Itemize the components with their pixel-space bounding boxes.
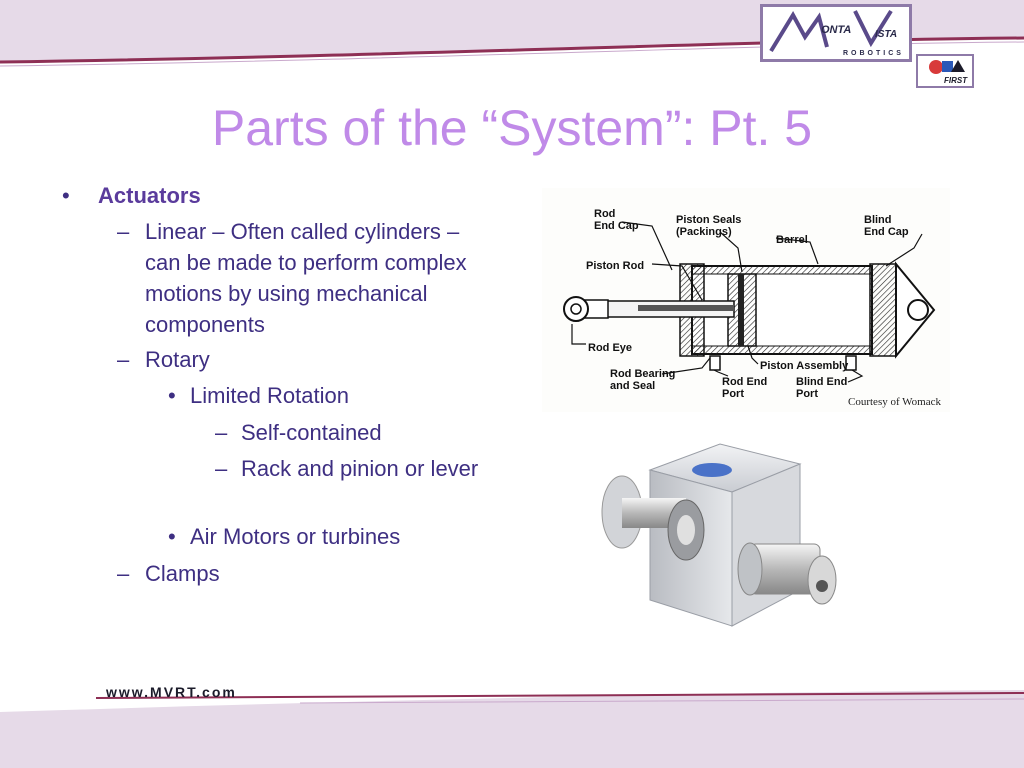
- first-logo: FIRST: [916, 54, 974, 88]
- bullet-marker: •: [62, 183, 70, 208]
- label-rod-end-port: Rod End Port: [722, 376, 768, 400]
- bullet-marker: –: [117, 219, 130, 244]
- bullet-item: • Air Motors or turbines: [168, 521, 401, 552]
- label-rod-bearing-and-seal: Rod Bearing and Seal: [610, 368, 676, 392]
- bullet-marker: –: [117, 347, 130, 372]
- bullet-text: Rotary: [145, 347, 210, 372]
- bullet-marker: •: [168, 383, 176, 408]
- bullet-item: – Linear – Often called cylinders – can …: [117, 216, 495, 340]
- bullet-text: Linear – Often called cylinders – can be…: [145, 219, 467, 337]
- label-blind-end-port: Blind End Port: [796, 376, 848, 400]
- label-piston-seals: Piston Seals (Packings): [676, 214, 742, 238]
- monta-vista-logo: ONTA ISTA ROBOTICS: [760, 4, 912, 62]
- label-barrel: Barrel: [776, 234, 808, 246]
- first-logo-graphic: FIRST: [929, 60, 968, 85]
- bullet-item: • Limited Rotation: [168, 380, 349, 411]
- bullet-item: – Self-contained: [215, 417, 481, 448]
- monta-vista-logo-graphic: ONTA ISTA ROBOTICS: [769, 9, 904, 57]
- bullet-item: – Rack and pinion or lever: [215, 453, 481, 484]
- logo-text-line1: ONTA: [821, 24, 851, 36]
- bullet-marker: –: [215, 420, 228, 445]
- bullet-item: – Rotary: [117, 344, 495, 375]
- label-blind-end-cap: Blind End Cap: [864, 214, 909, 238]
- image-credit: Courtesy of Womack: [848, 396, 942, 408]
- label-piston-rod: Piston Rod: [586, 260, 645, 272]
- label-piston-assembly: Piston Assembly: [760, 360, 849, 372]
- bullet-text: Limited Rotation: [190, 383, 349, 408]
- footer-url: www.MVRT.com: [106, 684, 237, 700]
- bullet-text: Clamps: [145, 561, 220, 586]
- bullet-marker: •: [168, 524, 176, 549]
- bullet-marker: –: [117, 561, 130, 586]
- bullet-text: Self-contained: [241, 420, 382, 445]
- logo-text-line3: ROBOTICS: [843, 50, 904, 57]
- bullet-marker: –: [215, 456, 228, 481]
- slide-title: Parts of the “System”: Pt. 5: [211, 100, 813, 156]
- bullet-text: Rack and pinion or lever: [241, 456, 479, 481]
- bullet-item: – Clamps: [117, 558, 495, 589]
- logo-text-line2: ISTA: [875, 29, 897, 40]
- cylinder-diagram: Rod End Cap Piston Seals (Packings) Barr…: [542, 188, 950, 412]
- first-logo-text: FIRST: [944, 76, 968, 85]
- bullet-text: Actuators: [98, 183, 201, 208]
- label-rod-end-cap: Rod End Cap: [594, 208, 639, 232]
- cylinder-cutaway-drawing: [563, 221, 936, 383]
- bullet-item: • Actuators: [62, 180, 201, 211]
- bullet-text: Air Motors or turbines: [190, 524, 401, 549]
- label-rod-eye: Rod Eye: [588, 342, 633, 354]
- rotary-actuator-image: [601, 443, 837, 627]
